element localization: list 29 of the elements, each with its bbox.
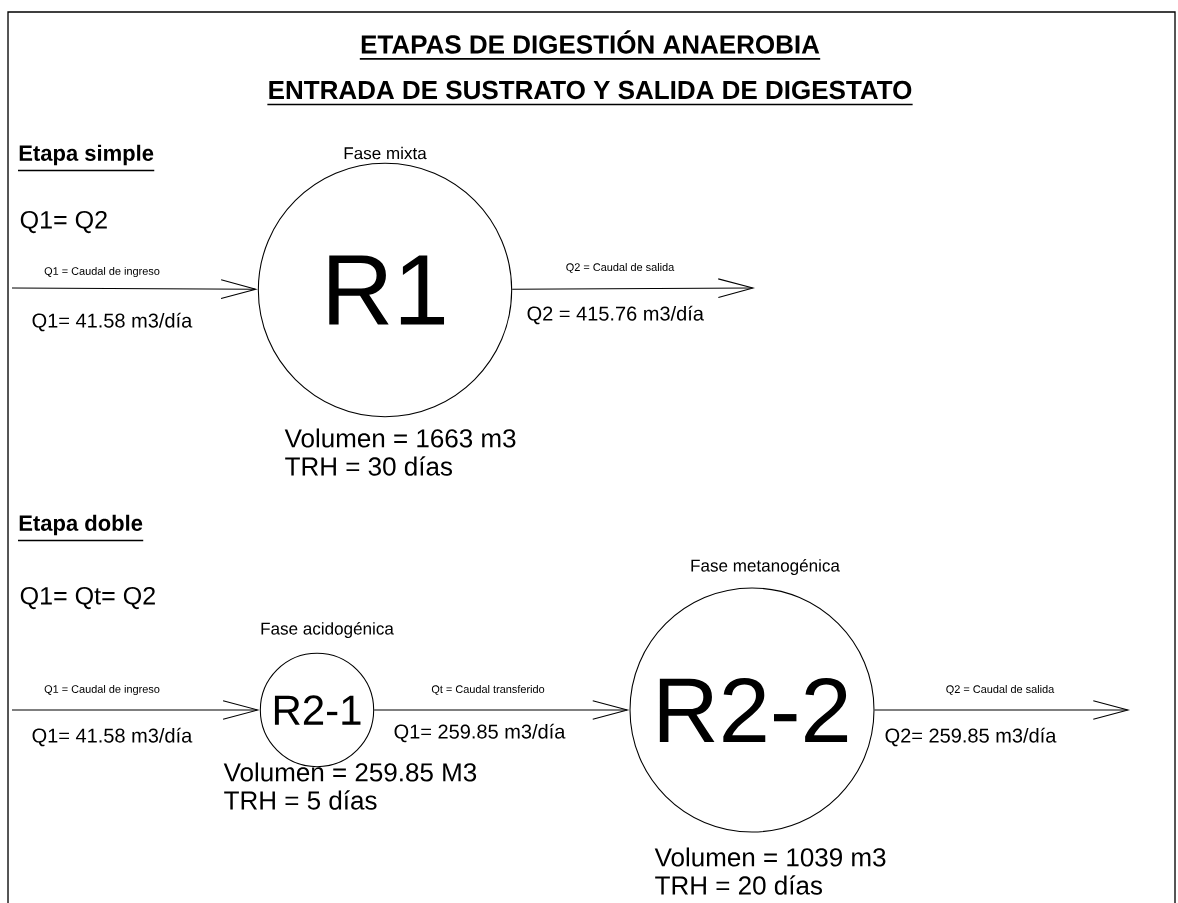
reactor-data: TRH = 5 días [224, 790, 377, 810]
edge-label: Q1 = Caudal de ingreso [42, 265, 162, 279]
reactor-data: Volumen = 1039 m3 [654, 847, 886, 867]
edge-label: Q2 = Caudal de salida [944, 683, 1056, 697]
edge-label: Qt = Caudal transferido [430, 683, 546, 697]
flow-value: Q1= 259.85 m3/día [394, 723, 566, 743]
arrow [511, 278, 755, 299]
edge-label: Q1 = Caudal de ingreso [42, 683, 162, 697]
phase-label: Fase mixta [344, 146, 427, 160]
arrow [11, 700, 260, 720]
arrow [373, 700, 630, 720]
flow-value: Q1= 41.58 m3/día [32, 727, 193, 747]
reactor-data: Volumen = 1663 m3 [284, 428, 516, 448]
phase-label: Fase acidogénica [261, 621, 394, 639]
edge-label: Q2 = Caudal de salida [564, 261, 676, 275]
reactor-data: TRH = 20 días [655, 875, 822, 895]
flow-value: Q1= Q2 [20, 210, 107, 234]
flow-value: Q1= Qt= Q2 [20, 586, 155, 610]
section-heading: Etapa simple [17, 144, 156, 172]
phase-label: Fase metanogénica [691, 558, 840, 576]
flow-value: Q2 = 415.76 m3/día [527, 305, 704, 325]
heading: ENTRADA DE SUSTRATO Y SALIDA DE DIGESTATO [266, 80, 914, 106]
flow-value: Q2= 259.85 m3/día [885, 727, 1057, 747]
arrow [874, 700, 1130, 720]
flow-value: Q1= 41.58 m3/día [32, 312, 193, 332]
section-heading: Etapa doble [17, 514, 144, 542]
arrow [11, 279, 258, 299]
title: ETAPAS DE DIGESTIÓN ANAEROBIA [359, 30, 821, 60]
reactor-data: TRH = 30 días [285, 456, 452, 476]
